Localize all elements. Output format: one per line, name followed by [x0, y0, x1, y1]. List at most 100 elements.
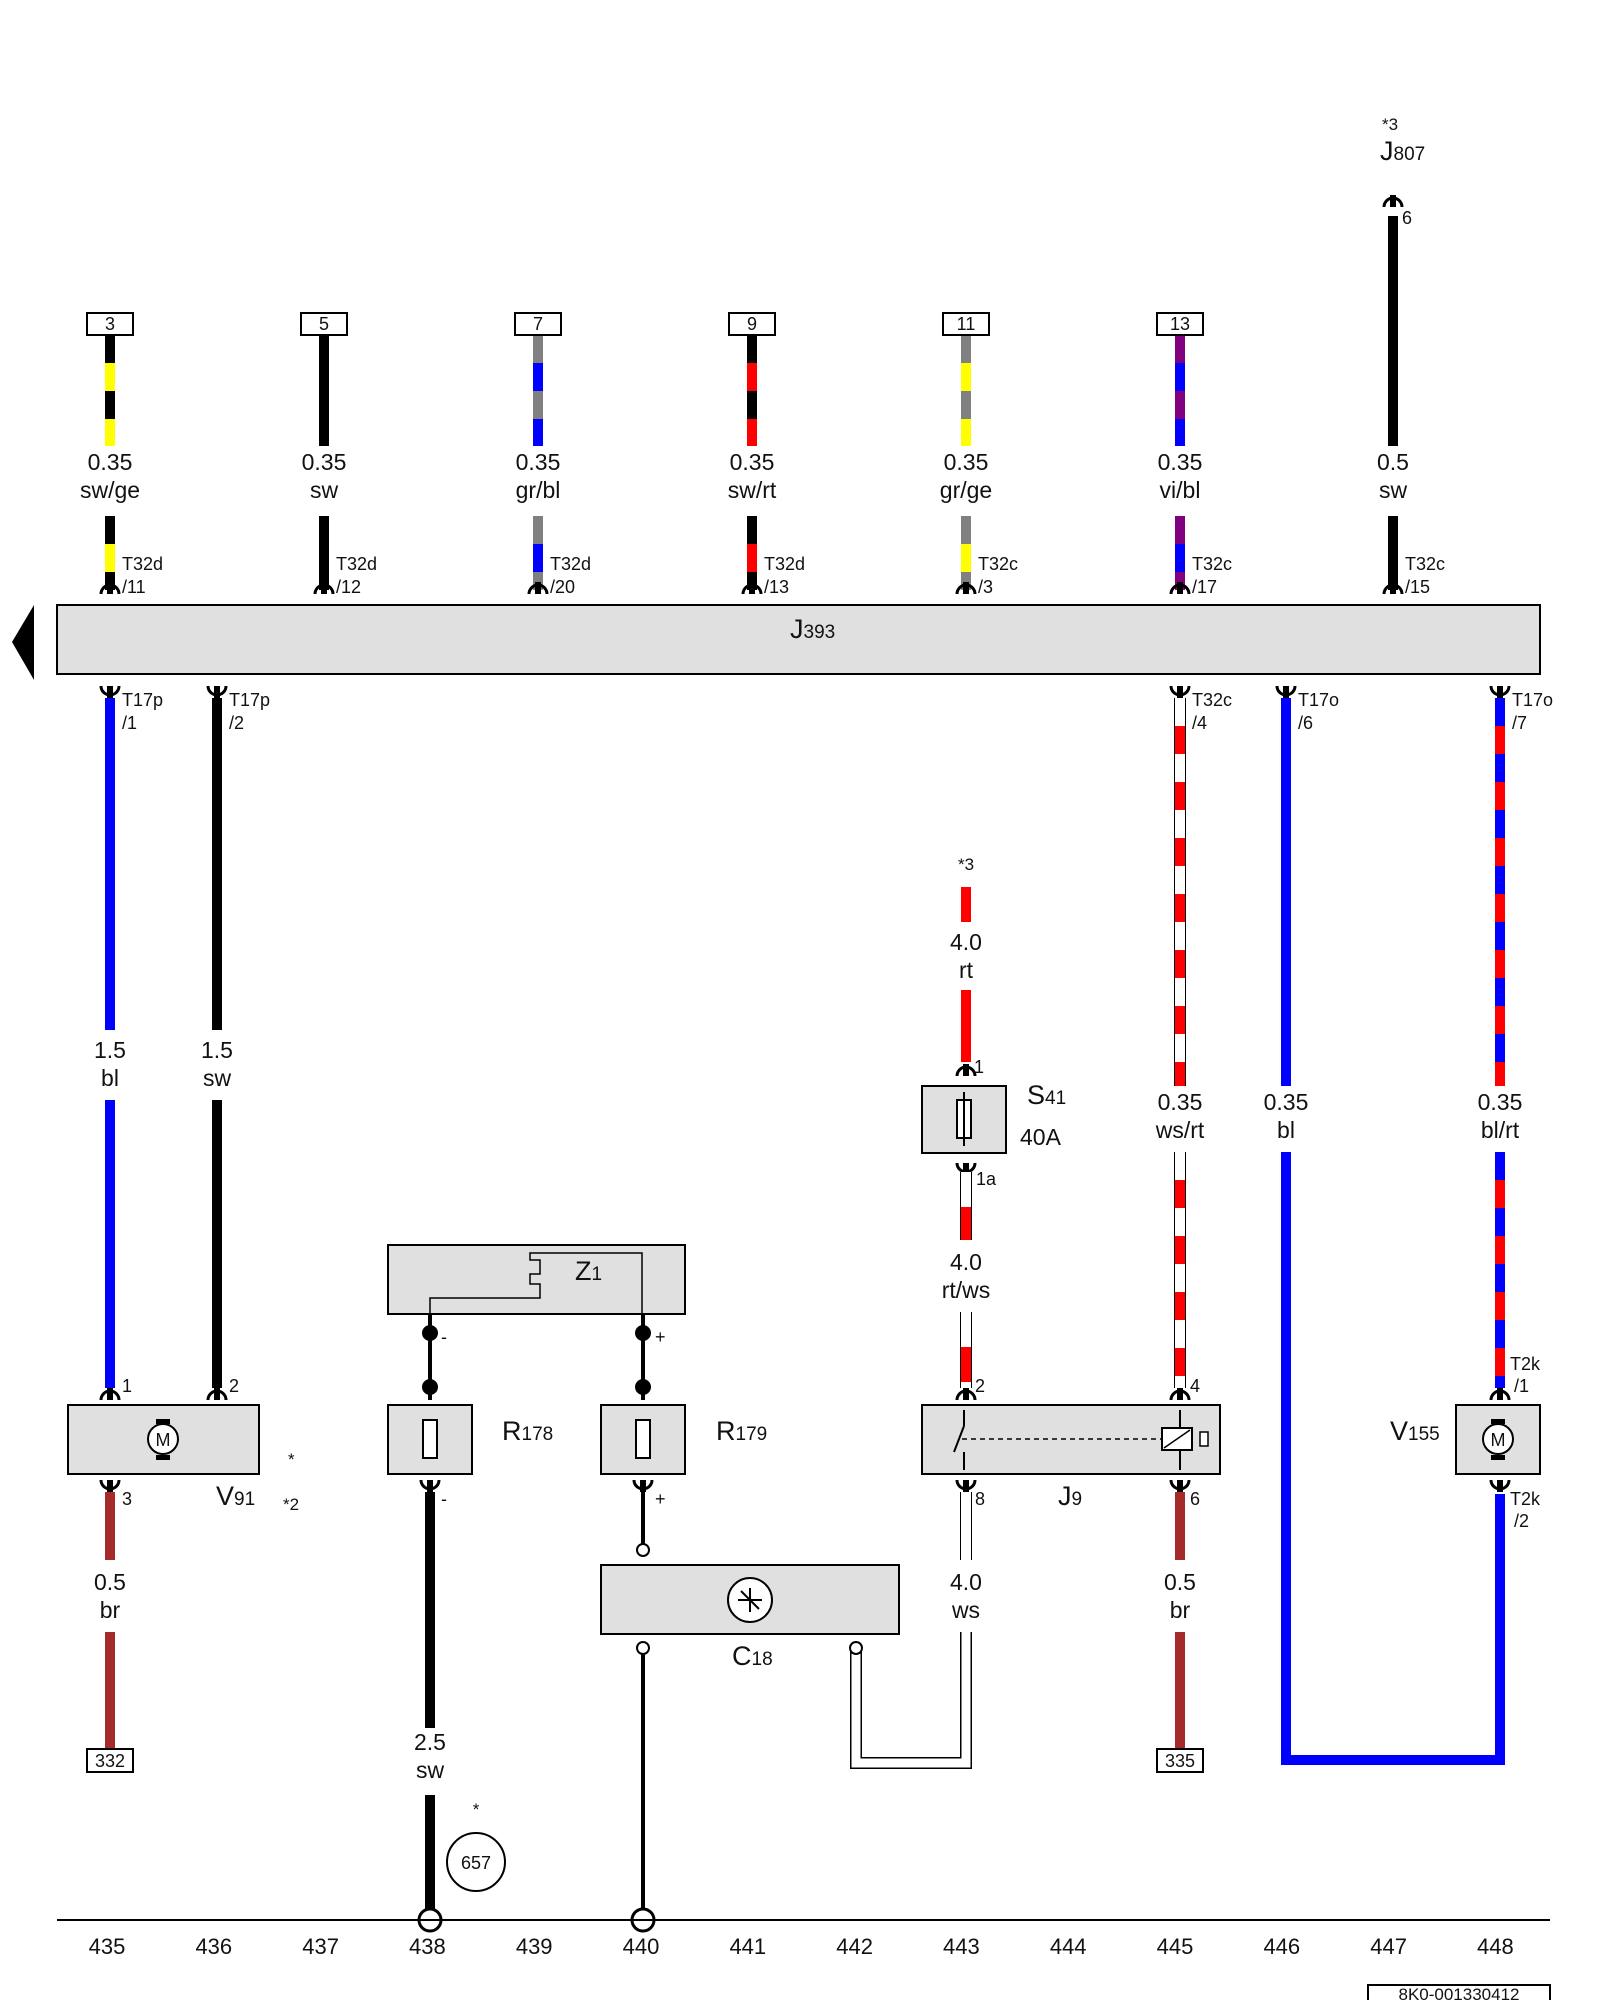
- wire-stripe: [1175, 838, 1185, 866]
- w-sw-terminal-icon: [313, 582, 335, 595]
- wire-stripe: [1175, 1236, 1185, 1264]
- w-sw-ge-upper: [105, 335, 115, 446]
- lbl-bl-15-size: 1.5: [94, 1037, 126, 1063]
- wire-stripe: [961, 419, 971, 446]
- wires-layer: [99, 195, 1511, 1933]
- w-sw-ge-pin-b: /11: [122, 577, 146, 597]
- j393-control-unit[interactable]: J393: [12, 604, 1541, 680]
- w-gr-ge-pin-b: /3: [978, 577, 993, 597]
- v155-motor-letter: M: [1491, 1430, 1506, 1450]
- wire-stripe: [1175, 1348, 1185, 1376]
- v91-motor-letter: M: [156, 1430, 171, 1450]
- terminal-pin: [963, 582, 969, 594]
- v91-motor[interactable]: M V91 * *2 1 2 3: [67, 1376, 299, 1514]
- r178-resistor[interactable]: R178 -: [387, 1404, 553, 1509]
- z1-heater[interactable]: Z1 - +: [387, 1244, 686, 1347]
- w-sw-pin-b: /12: [336, 577, 361, 597]
- lbl-wsrt-035-code: ws/rt: [1155, 1117, 1205, 1143]
- w-sw-rt-code: sw/rt: [728, 477, 777, 503]
- w-sw-ge-terminal-icon: [99, 582, 121, 595]
- c18-suppressor[interactable]: C18: [600, 1564, 900, 1671]
- v155-top-terminal-icon: [1489, 1388, 1511, 1401]
- wire-stripe: [1175, 754, 1185, 782]
- wire-v91-sw-lower: [212, 1100, 222, 1388]
- w-sw-j807-pin-a: T32c: [1405, 554, 1445, 574]
- wire-stripe: [1495, 698, 1505, 726]
- cell-442: 442: [836, 1934, 873, 1959]
- wire-fill: [961, 887, 971, 922]
- v155-motor[interactable]: M V155 T2k /1 T2k /2: [1390, 1354, 1541, 1531]
- terminal-pin: [1177, 582, 1183, 594]
- w-sw-rt-upper: [747, 335, 757, 446]
- j9-pin8: 8: [975, 1489, 985, 1509]
- wire-stripe: [1495, 894, 1505, 922]
- w-gr-ge-upper: [961, 335, 971, 446]
- lbl-ws-40-code: ws: [951, 1597, 980, 1623]
- wire-stripe: [1495, 1034, 1505, 1062]
- ref-number: 7: [533, 314, 543, 334]
- wire-stripe: [1175, 782, 1185, 810]
- switch-contact-icon: [953, 1425, 965, 1453]
- wire-stripe: [1175, 950, 1185, 978]
- j9-name: J9: [1058, 1481, 1082, 1511]
- v155-name: V155: [1390, 1416, 1440, 1446]
- lbl-bl-035-code: bl: [1277, 1117, 1295, 1143]
- w-gr-bl-pin-a: T32d: [550, 554, 591, 574]
- wire-bl-upper: [1281, 698, 1291, 1086]
- wire-fill: [425, 1795, 435, 1912]
- j9-relay[interactable]: J9 2 4 8 6: [921, 1376, 1221, 1511]
- cell-439: 439: [516, 1934, 553, 1959]
- ref-13: 13: [1156, 312, 1204, 336]
- v155-pin-bot-a: T2k: [1510, 1489, 1541, 1509]
- wire-stripe: [1175, 978, 1185, 1006]
- wire-r178-sw-lower: [425, 1795, 435, 1912]
- wire-ws-fill: [851, 1632, 971, 1768]
- ref-box: [86, 1748, 134, 1773]
- v155-pin-bot-b: /2: [1514, 1511, 1529, 1531]
- wire-stripe: [533, 572, 543, 590]
- terminal-pin: [1177, 686, 1183, 698]
- terminal-pin: [427, 1480, 433, 1492]
- wire-stripe: [747, 572, 757, 590]
- wire-stripe: [533, 544, 543, 572]
- wire-stripe: [1495, 1062, 1505, 1086]
- w-sw-j807-lower: [1388, 516, 1398, 590]
- wire-stripe: [1175, 1264, 1185, 1292]
- wire-stripe: [961, 1382, 971, 1388]
- lbl-wsrt-035-size: 0.35: [1158, 1089, 1203, 1115]
- wire-stripe: [533, 363, 543, 391]
- r179-resistor[interactable]: R179 +: [600, 1404, 767, 1509]
- wire-fill: [961, 990, 971, 1062]
- wire-j9-br-lower: [1175, 1632, 1185, 1748]
- j807-reference: *3 J807 6: [1380, 115, 1425, 228]
- lbl-blrt-035-code: bl/rt: [1481, 1117, 1520, 1143]
- c18-name: C18: [732, 1641, 773, 1671]
- w-sw-rt-pin-a: T32d: [764, 554, 805, 574]
- ref-11: 11: [942, 312, 990, 336]
- wire-stripe: [961, 363, 971, 391]
- p-t17o-6-terminal-icon: [1275, 685, 1297, 698]
- ref-number: 335: [1165, 1751, 1195, 1771]
- wire-s41-rt: [961, 990, 971, 1062]
- wire-stripe: [961, 335, 971, 363]
- wire-stripe: [1495, 810, 1505, 838]
- v91-pin2: 2: [229, 1376, 239, 1396]
- w-sw-ge-pin-a: T32d: [122, 554, 163, 574]
- wire-stripe: [961, 544, 971, 572]
- s41-fuse[interactable]: S41 40A 1 1a *3: [921, 855, 1066, 1189]
- ref-number: 13: [1170, 314, 1190, 334]
- w-sw-ge-size: 0.35: [88, 449, 133, 475]
- r179-pin-bottom: +: [655, 1489, 666, 1509]
- drawing-id: 8K0-001330412: [1398, 1985, 1519, 2000]
- w-gr-ge-terminal-icon: [955, 582, 977, 595]
- w-sw-j807-code: sw: [1379, 477, 1408, 503]
- ref-number: 11: [957, 314, 976, 334]
- wire-stripe: [1495, 1292, 1505, 1320]
- wire-stripe: [533, 419, 543, 446]
- w-sw-rt-terminal-icon: [741, 582, 763, 595]
- terminal-pin: [1283, 686, 1289, 698]
- wire-fill: [1281, 1152, 1291, 1765]
- wire-wsrt-lower: [1174, 1152, 1186, 1388]
- wire-stripe: [747, 419, 757, 446]
